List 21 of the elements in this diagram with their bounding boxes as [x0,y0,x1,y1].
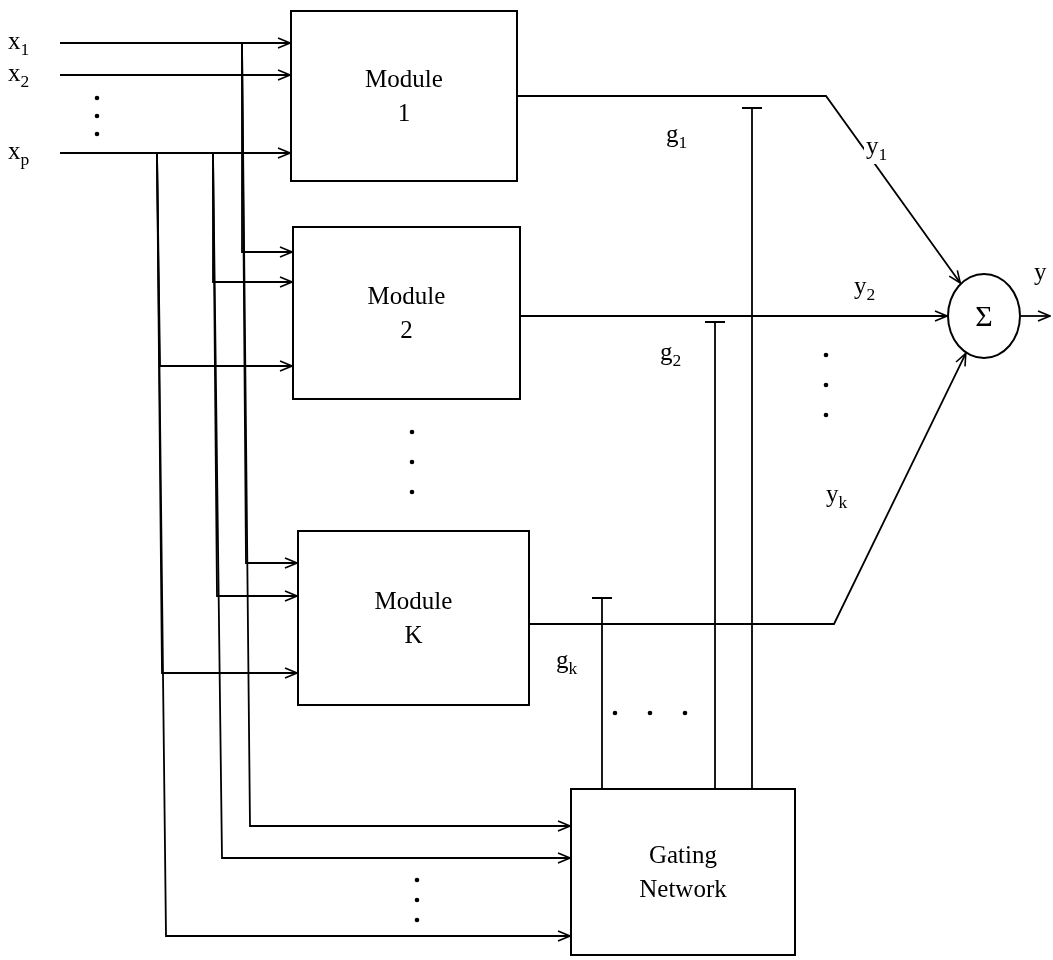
arrow [1020,310,1051,322]
arrow [59,42,571,832]
module-label: Module K [373,586,454,650]
arrow [529,352,967,625]
module-box [292,226,521,400]
gate-line [704,321,726,789]
gating-network-box [570,788,796,956]
gate-line [591,597,613,789]
summation-node: Σ [947,273,1021,359]
module-label: Module 1 [364,64,444,128]
input-label: x$_{p}$ [8,136,60,170]
arrow [520,310,948,322]
input-label: x$_{2}$ [8,58,60,92]
module-box [297,530,530,706]
arrow [59,69,291,81]
gating-label: Gating Network [638,840,728,904]
module-box [290,10,518,182]
input-label: x$_{1}$ [8,26,60,60]
module-label: Module 2 [366,281,447,345]
arrow [517,95,962,284]
gate-line [741,107,763,789]
